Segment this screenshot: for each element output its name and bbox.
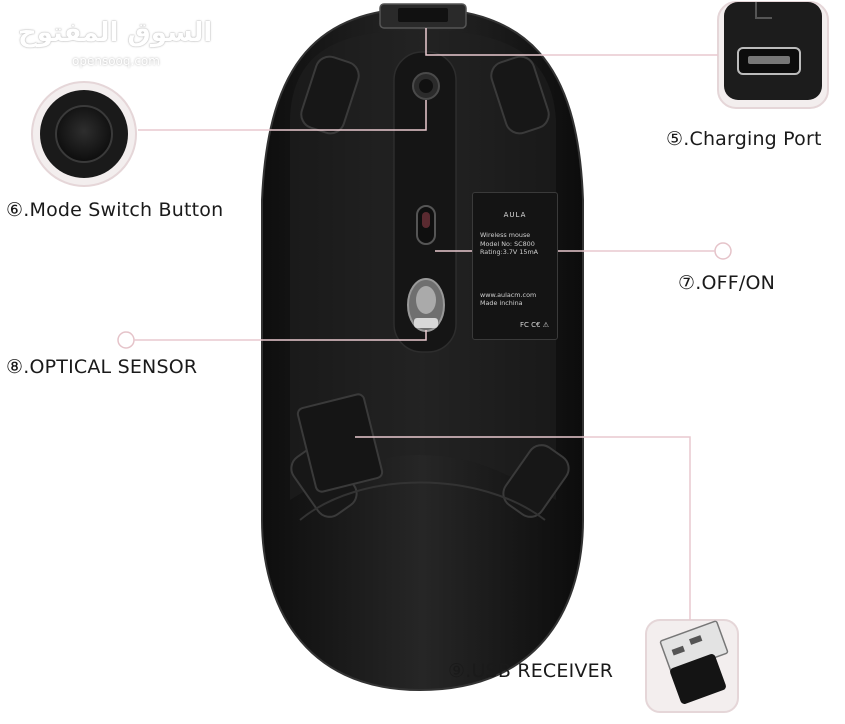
watermark-url: opensooq.com xyxy=(72,54,160,68)
callout-dot xyxy=(117,331,135,349)
callout-lines xyxy=(134,28,718,620)
callout-usb-receiver: ⑨.USB RECEIVER xyxy=(448,660,614,682)
receiver-slot xyxy=(296,393,384,493)
watermark-logo: السوق المفتوح xyxy=(18,18,213,48)
label-rating: Rating:3.7V 15mA xyxy=(480,248,539,256)
label-certifications: FC C€ ⚠ xyxy=(520,321,549,329)
callout-dot xyxy=(714,242,732,260)
callout-off-on: ⑦.OFF/ON xyxy=(678,272,776,294)
product-label-sticker: AULA Wireless mouse Model No: SC800 Rati… xyxy=(472,192,558,340)
foot-pad xyxy=(502,444,570,518)
label-origin: Made inchina xyxy=(480,299,523,307)
callout-mode-switch: ⑥.Mode Switch Button xyxy=(6,199,224,221)
label-product: Wireless mouse xyxy=(480,231,531,239)
foot-pad xyxy=(490,55,550,135)
callout-optical-sensor: ⑧.OPTICAL SENSOR xyxy=(6,356,198,378)
brand-logo: AULA xyxy=(503,211,527,219)
label-site: www.aulacm.com xyxy=(480,291,537,299)
callout-charging-port: ⑤.Charging Port xyxy=(666,128,822,150)
label-model: Model No: SC800 xyxy=(480,240,535,248)
